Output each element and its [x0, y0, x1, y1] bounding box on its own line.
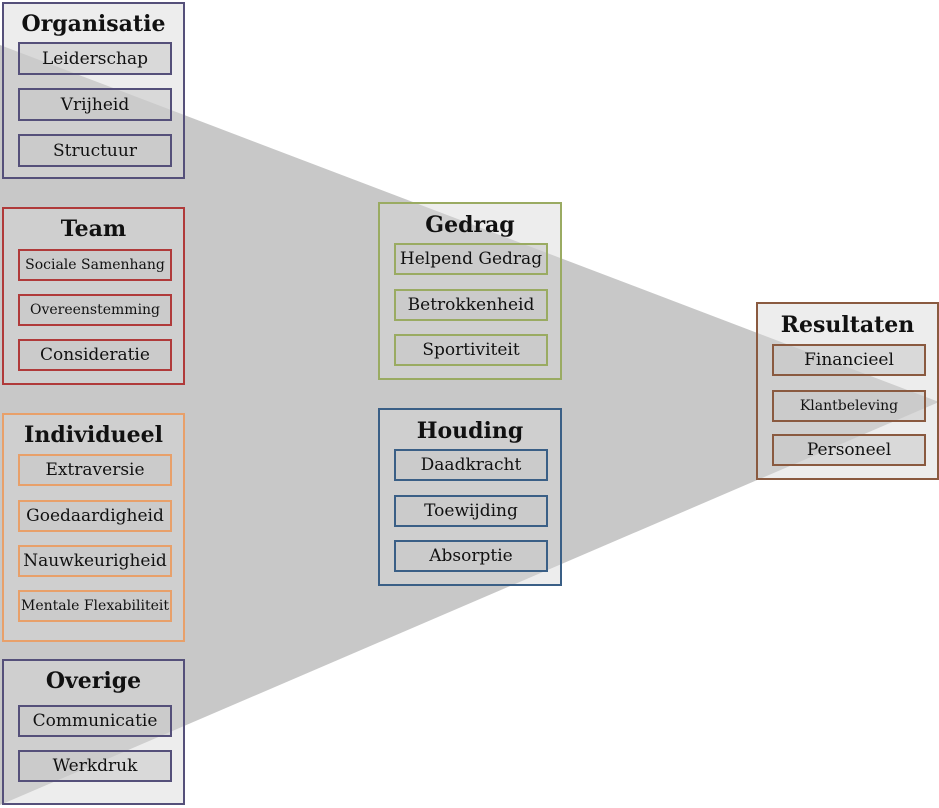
item-financieel: Financieel — [772, 344, 926, 376]
item-betrokkenheid: Betrokkenheid — [394, 289, 548, 321]
item-personeel: Personeel — [772, 434, 926, 466]
group-individueel: Individueel Extraversie Goedaardigheid N… — [2, 413, 185, 642]
group-title-overige: Overige — [45, 668, 142, 694]
group-title-gedrag: Gedrag — [425, 212, 515, 238]
item-vrijheid: Vrijheid — [18, 88, 172, 121]
item-consideratie: Consideratie — [18, 339, 172, 371]
group-organisatie: Organisatie Leiderschap Vrijheid Structu… — [2, 2, 185, 179]
item-sociale-samenhang: Sociale Samenhang — [18, 249, 172, 281]
item-daadkracht: Daadkracht — [394, 449, 548, 481]
group-title-team: Team — [60, 216, 127, 242]
group-overige: Overige Communicatie Werkdruk — [2, 659, 185, 805]
group-houding: Houding Daadkracht Toewijding Absorptie — [378, 408, 562, 586]
item-werkdruk: Werkdruk — [18, 750, 172, 782]
group-title-resultaten: Resultaten — [780, 312, 915, 338]
item-leiderschap: Leiderschap — [18, 42, 172, 75]
item-extraversie: Extraversie — [18, 454, 172, 486]
funnel-triangle — [0, 45, 939, 805]
group-title-organisatie: Organisatie — [21, 11, 166, 37]
item-sportiviteit: Sportiviteit — [394, 334, 548, 366]
item-nauwkeurigheid: Nauwkeurigheid — [18, 545, 172, 577]
item-klantbeleving: Klantbeleving — [772, 390, 926, 422]
group-title-individueel: Individueel — [24, 422, 163, 448]
item-goedaardigheid: Goedaardigheid — [18, 500, 172, 532]
group-gedrag: Gedrag Helpend Gedrag Betrokkenheid Spor… — [378, 202, 562, 380]
item-structuur: Structuur — [18, 134, 172, 167]
item-communicatie: Communicatie — [18, 705, 172, 737]
item-toewijding: Toewijding — [394, 495, 548, 527]
group-title-houding: Houding — [416, 418, 524, 444]
item-absorptie: Absorptie — [394, 540, 548, 572]
group-team: Team Sociale Samenhang Overeenstemming C… — [2, 207, 185, 385]
item-overeenstemming: Overeenstemming — [18, 294, 172, 326]
item-mentale-flexabiliteit: Mentale Flexabiliteit — [18, 590, 172, 622]
item-helpend-gedrag: Helpend Gedrag — [394, 243, 548, 275]
group-resultaten: Resultaten Financieel Klantbeleving Pers… — [756, 302, 939, 480]
